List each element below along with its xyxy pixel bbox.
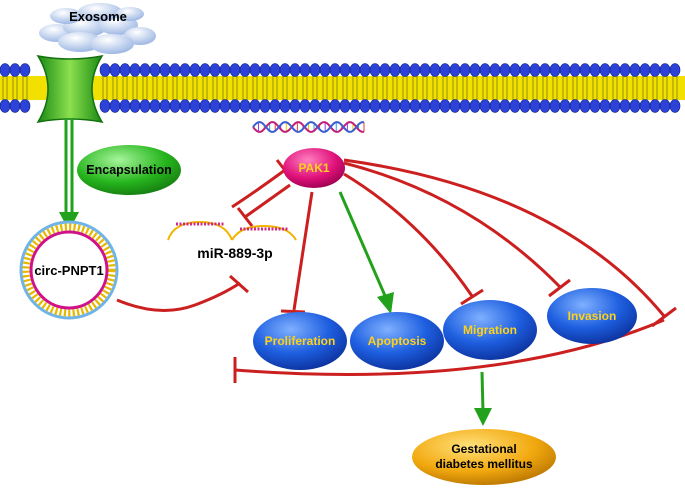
exosome-label: Exosome	[69, 9, 127, 24]
lipid-bilayer-icon	[0, 63, 685, 113]
outcome-node	[412, 429, 556, 485]
proliferation-node	[253, 312, 347, 370]
invasion-label: Invasion	[568, 309, 617, 323]
exosome-cloud-icon	[39, 3, 156, 54]
circ-label: circ-PNPT1	[34, 263, 103, 278]
outcome-label-line1: Gestational	[451, 442, 516, 456]
encapsulation-bubble	[77, 145, 181, 195]
invasion-node	[547, 288, 637, 344]
apoptosis-label: Apoptosis	[368, 334, 427, 348]
migration-label: Migration	[463, 323, 517, 337]
outcome-label-line2: diabetes mellitus	[435, 457, 533, 471]
migration-node	[443, 300, 537, 360]
proliferation-label: Proliferation	[265, 334, 336, 348]
dna-helix-icon	[252, 121, 365, 133]
pak1-label: PAK1	[298, 161, 329, 175]
pak1-node	[283, 148, 345, 188]
promotion-arrows	[338, 191, 492, 426]
apoptosis-node	[350, 312, 444, 370]
transport-arrow	[59, 118, 79, 231]
membrane-channel-icon	[36, 54, 104, 124]
encapsulation-label: Encapsulation	[86, 163, 171, 177]
mirna-strands-icon	[167, 220, 297, 241]
circ-rna-ring	[19, 220, 119, 320]
mirna-label: miR-889-3p	[197, 245, 272, 261]
